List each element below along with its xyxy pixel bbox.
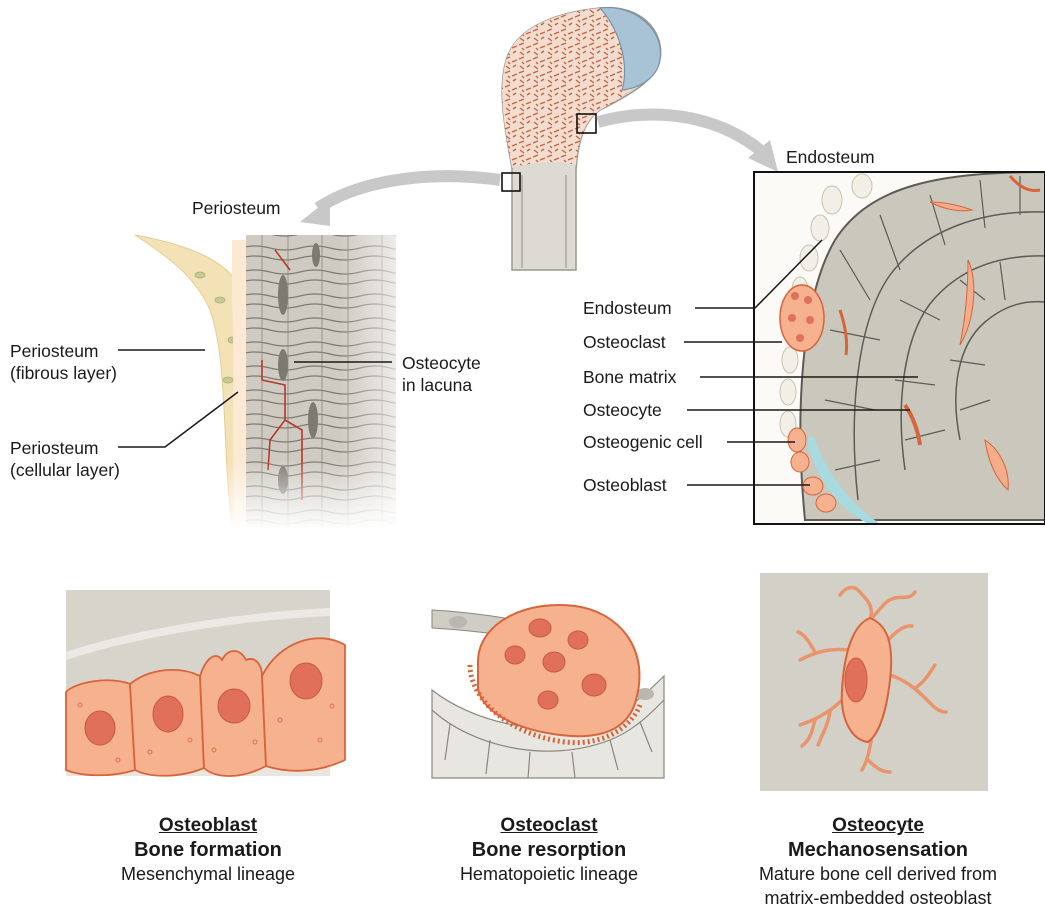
osteoblast-illustration (66, 590, 345, 776)
osteocyte-illustration (760, 573, 988, 791)
periosteum-section (125, 230, 430, 530)
caption-osteoclast-name: Osteoclast (409, 814, 689, 838)
label-periosteum-fibrous: Periosteum (fibrous layer) (10, 340, 117, 384)
label-osteogenic-cell: Osteogenic cell (583, 431, 703, 453)
label-bone-matrix: Bone matrix (583, 366, 676, 388)
caption-osteocyte-lineage-1: Mature bone cell derived from (718, 862, 1038, 886)
endosteum-heading: Endosteum (786, 146, 875, 168)
periosteum-heading: Periosteum (192, 197, 281, 219)
caption-osteocyte-name: Osteocyte (718, 814, 1038, 838)
label-osteoblast: Osteoblast (583, 474, 667, 496)
label-osteoclast: Osteoclast (583, 331, 666, 353)
label-osteocyte: Osteocyte (583, 399, 662, 421)
femur-illustration (502, 8, 661, 270)
caption-osteoblast: Osteoblast Bone formation Mesenchymal li… (68, 814, 348, 886)
label-periosteum-cellular: Periosteum (cellular layer) (10, 437, 120, 481)
osteoclast-illustration (432, 600, 664, 778)
caption-osteoclast: Osteoclast Bone resorption Hematopoietic… (409, 814, 689, 886)
label-osteocyte-in-lacuna: Osteocyte in lacuna (402, 352, 481, 396)
caption-osteoclast-role: Bone resorption (409, 838, 689, 862)
caption-osteoclast-lineage: Hematopoietic lineage (409, 862, 689, 886)
caption-osteoblast-name: Osteoblast (68, 814, 348, 838)
endosteum-section (754, 172, 1045, 524)
caption-osteoblast-lineage: Mesenchymal lineage (68, 862, 348, 886)
caption-osteocyte: Osteocyte Mechanosensation Mature bone c… (718, 814, 1038, 910)
endosteum-osteoclast-mark (780, 285, 824, 351)
label-endosteum: Endosteum (583, 297, 672, 319)
caption-osteoblast-role: Bone formation (68, 838, 348, 862)
caption-osteocyte-role: Mechanosensation (718, 838, 1038, 862)
caption-osteocyte-lineage-2: matrix-embedded osteoblast (718, 886, 1038, 910)
